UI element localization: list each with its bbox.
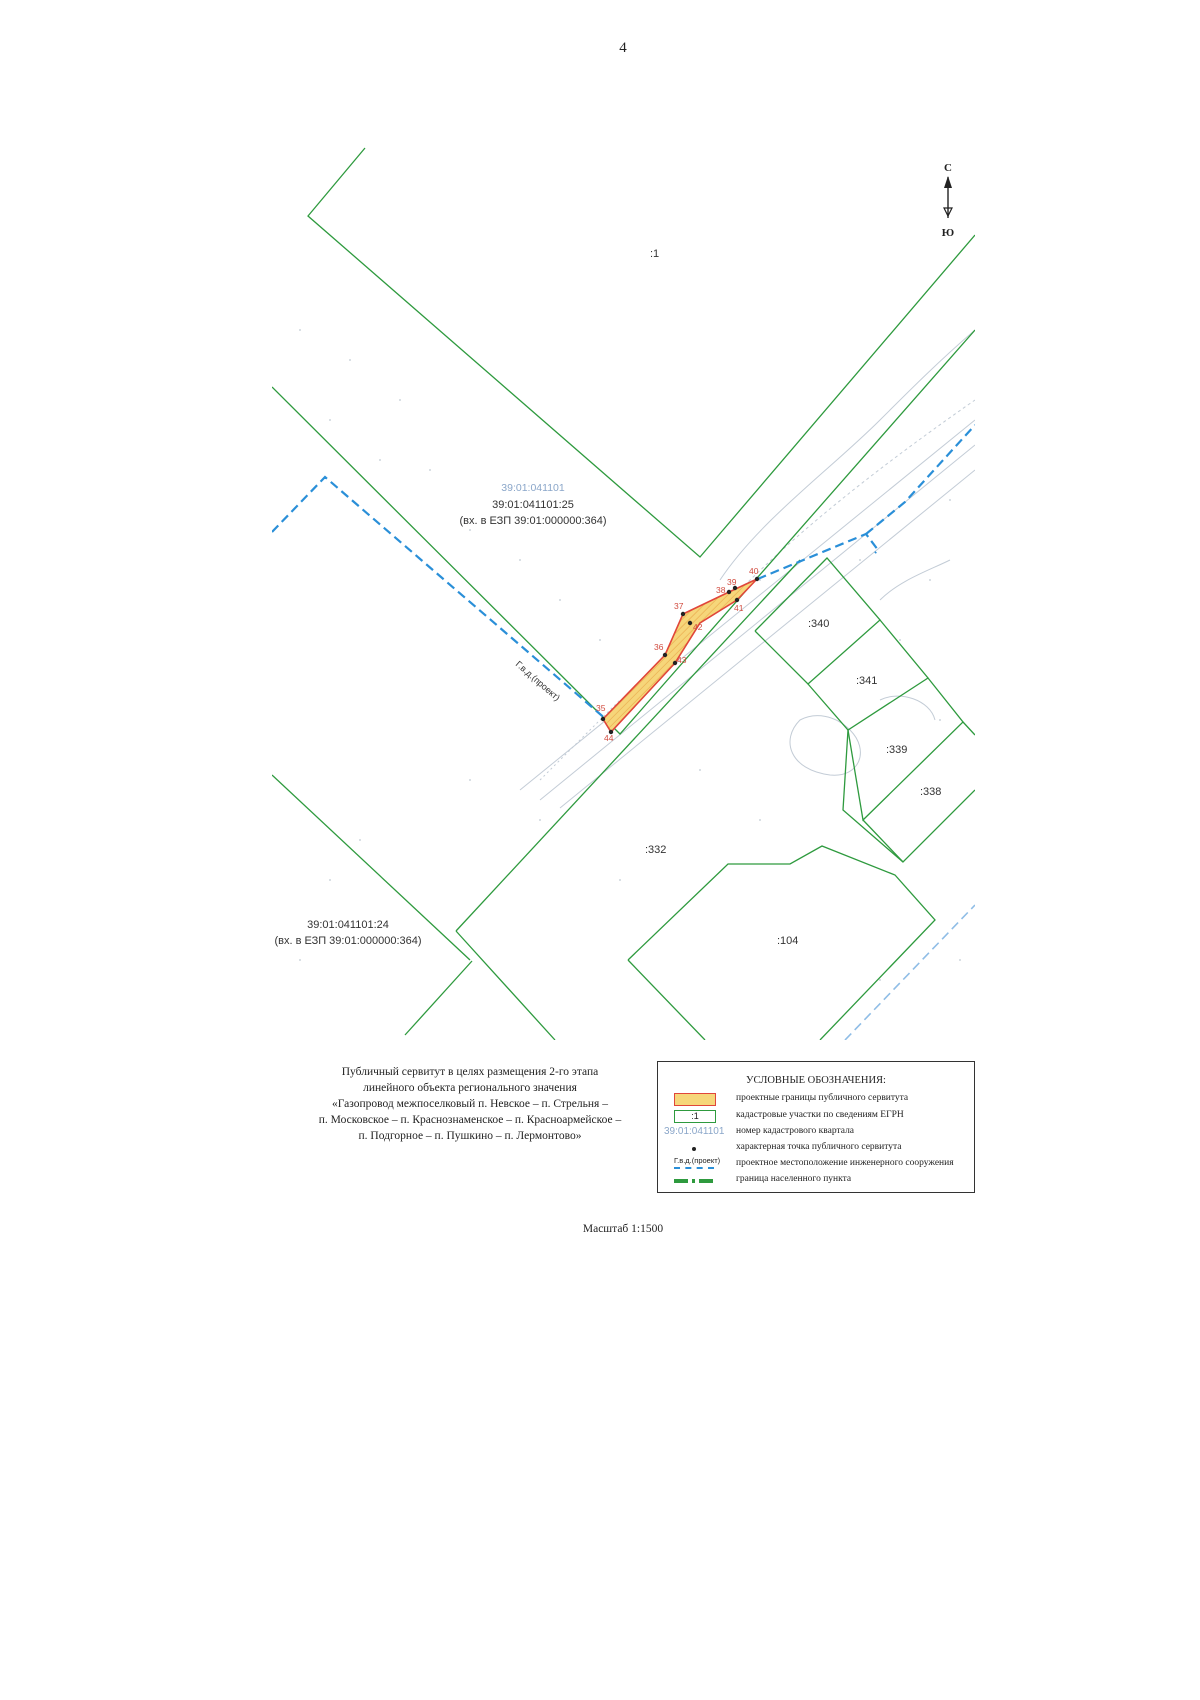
caption-line: «Газопровод межпоселковый п. Невское – п… <box>332 1098 608 1110</box>
point-label-35: 35 <box>596 703 606 713</box>
point-36 <box>662 652 668 658</box>
point-label-37: 37 <box>674 601 684 611</box>
legend-item-point: характерная точка публичного сервитута <box>658 1141 974 1157</box>
label-parcel-24: 39:01:041101:24 <box>307 919 389 931</box>
label-parcel-25: 39:01:041101:25 <box>492 499 574 511</box>
caption-line: Публичный сервитут в целях размещения 2-… <box>341 1066 599 1078</box>
point-35 <box>600 716 606 722</box>
legend-symbol-text: :1 <box>674 1110 716 1123</box>
compass-north: С <box>944 162 952 174</box>
label-parcel-1: :1 <box>650 248 659 260</box>
parcel-1-boundary <box>307 147 975 558</box>
pipeline-label: Г.в.д.(проект) <box>514 659 562 703</box>
page-number: 4 <box>619 40 627 56</box>
legend-label: кадастровые участки по сведениям ЕГРН <box>736 1110 904 1120</box>
parcel-boundaries <box>272 147 975 1040</box>
parcel-24-boundary <box>272 774 471 961</box>
caption-line: п. Подгорное – п. Пушкино – п. Лермонтов… <box>358 1130 582 1142</box>
point-label-44: 44 <box>604 733 614 743</box>
point-42 <box>687 620 693 626</box>
label-parcel-25-note: (вх. в ЕЗП 39:01:000000:364) <box>459 515 606 527</box>
caption-line: п. Московское – п. Краснознаменское – п.… <box>318 1114 622 1126</box>
legend-title: УСЛОВНЫЕ ОБОЗНАЧЕНИЯ: <box>746 1075 886 1086</box>
parcel-341-boundary <box>807 619 929 731</box>
parcel-332-outer <box>455 559 801 932</box>
terrain-dots <box>299 329 961 981</box>
pipeline-line-icon: Г.в.д.(проект) <box>672 1156 732 1173</box>
servitude-polygon <box>601 578 758 734</box>
point-marker-icon <box>672 1141 732 1157</box>
servitude-point-labels: 35 36 37 38 39 40 41 42 43 44 <box>596 566 759 743</box>
parcel-25-boundary <box>272 329 975 735</box>
parcel-332-inner <box>842 729 904 863</box>
legend-item-parcels: :1 кадастровые участки по сведениям ЕГРН <box>658 1109 974 1125</box>
label-parcel-332: :332 <box>645 844 666 856</box>
point-label-43: 43 <box>677 655 687 665</box>
legend-label: проектное местоположение инженерного соо… <box>736 1158 954 1168</box>
label-parcel-339: :339 <box>886 744 907 756</box>
label-parcel-340: :340 <box>808 618 829 630</box>
point-41 <box>734 597 740 603</box>
legend: УСЛОВНЫЕ ОБОЗНАЧЕНИЯ: проектные границы … <box>657 1061 975 1193</box>
parcel-338-boundary <box>862 789 975 863</box>
quarter-number-icon: 39:01:041101 <box>664 1125 732 1141</box>
parcel-104-boundary <box>627 845 936 1040</box>
point-label-42: 42 <box>693 622 703 632</box>
road-topography <box>519 329 975 809</box>
cadastral-map: 35 36 37 38 39 40 41 42 43 44 Г.в.д.(про… <box>272 147 975 1040</box>
point-39 <box>732 585 738 591</box>
legend-item-pipeline: Г.в.д.(проект) проектное местоположение … <box>658 1156 974 1173</box>
label-parcel-341: :341 <box>856 675 877 687</box>
label-quarter: 39:01:041101 <box>501 482 565 494</box>
point-label-36: 36 <box>654 642 664 652</box>
point-38 <box>726 589 732 595</box>
point-43 <box>672 660 678 666</box>
legend-label: характерная точка публичного сервитута <box>736 1142 902 1152</box>
compass: С Ю <box>942 162 954 239</box>
point-label-39: 39 <box>727 577 737 587</box>
settlement-boundary-icon <box>672 1173 732 1189</box>
legend-item-quarter: 39:01:041101 номер кадастрового квартала <box>658 1125 974 1141</box>
compass-south: Ю <box>942 227 954 239</box>
parcel-339-boundary <box>847 677 964 822</box>
point-44 <box>608 729 614 735</box>
map-caption: Публичный сервитут в целях размещения 2-… <box>280 1064 660 1144</box>
label-parcel-104: :104 <box>777 935 798 947</box>
label-parcel-24-note: (вх. в ЕЗП 39:01:000000:364) <box>274 935 421 947</box>
pipeline-project <box>272 424 975 1040</box>
legend-label: граница населенного пункта <box>736 1174 852 1184</box>
point-40 <box>754 576 760 582</box>
scale-text: Масштаб 1:1500 <box>582 1223 664 1235</box>
servitude-swatch-icon <box>672 1092 732 1108</box>
label-parcel-338: :338 <box>920 786 941 798</box>
point-37 <box>680 611 686 617</box>
parcel-24-corner <box>404 960 473 1036</box>
legend-symbol-text: Г.в.д.(проект) <box>674 1156 721 1165</box>
point-label-41: 41 <box>734 603 744 613</box>
point-label-40: 40 <box>749 566 759 576</box>
legend-symbol-text: 39:01:041101 <box>664 1126 725 1137</box>
parcel-332-boundary <box>455 930 556 1040</box>
legend-label: проектные границы публичного сервитута <box>736 1093 909 1103</box>
servitude-points <box>600 576 760 735</box>
legend-item-settlement: граница населенного пункта <box>658 1173 974 1189</box>
point-label-38: 38 <box>716 585 726 595</box>
caption-line: линейного объекта регионального значения <box>363 1082 577 1094</box>
parcel-swatch-icon: :1 <box>672 1109 732 1125</box>
legend-label: номер кадастрового квартала <box>736 1126 855 1136</box>
legend-item-servitude: проектные границы публичного сервитута <box>658 1092 974 1108</box>
